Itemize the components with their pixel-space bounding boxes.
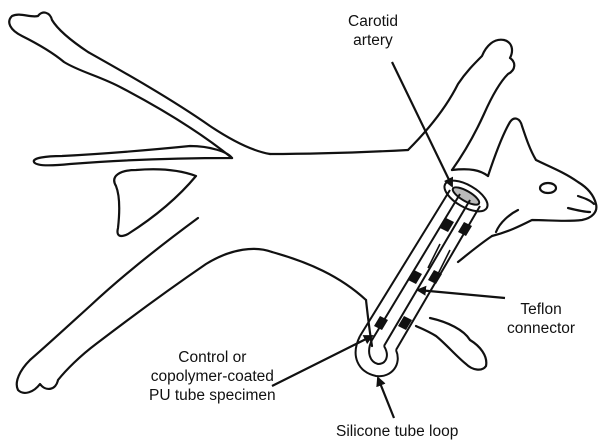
label-silicone-line1: Silicone tube loop <box>336 422 458 441</box>
label-teflon-connector: Teflon connector <box>507 300 575 338</box>
belly <box>272 252 366 300</box>
label-teflon-line2: connector <box>507 319 575 338</box>
tail <box>34 146 232 165</box>
label-carotid-artery: Carotid artery <box>348 12 398 50</box>
upper-hind-leg <box>9 13 270 158</box>
label-silicone-tube-loop: Silicone tube loop <box>336 422 458 441</box>
snout <box>568 196 594 212</box>
tube-inner-right <box>384 200 470 346</box>
upper-front-leg <box>408 40 514 170</box>
label-carotid-line2: artery <box>348 31 398 50</box>
label-specimen-line2: copolymer-coated <box>149 367 276 386</box>
eye <box>540 183 556 193</box>
label-specimen-line3: PU tube specimen <box>149 386 276 405</box>
lower-front-leg <box>366 300 486 370</box>
teflon-connector-shape <box>428 244 450 274</box>
leader-arrows <box>272 62 505 418</box>
label-specimen-line1: Control or <box>149 348 276 367</box>
torso-lower <box>114 169 196 236</box>
arrow-silicone <box>378 378 394 418</box>
shunt-apparatus <box>356 174 493 376</box>
tube-outer-left <box>360 190 450 336</box>
arrow-carotid <box>392 62 452 186</box>
label-teflon-line1: Teflon <box>507 300 575 319</box>
head <box>488 119 596 236</box>
arrow-teflon <box>418 290 505 298</box>
torso-top <box>270 150 408 154</box>
label-carotid-line1: Carotid <box>348 12 398 31</box>
label-specimen: Control or copolymer-coated PU tube spec… <box>149 348 276 405</box>
tube-inner-left <box>372 194 460 340</box>
